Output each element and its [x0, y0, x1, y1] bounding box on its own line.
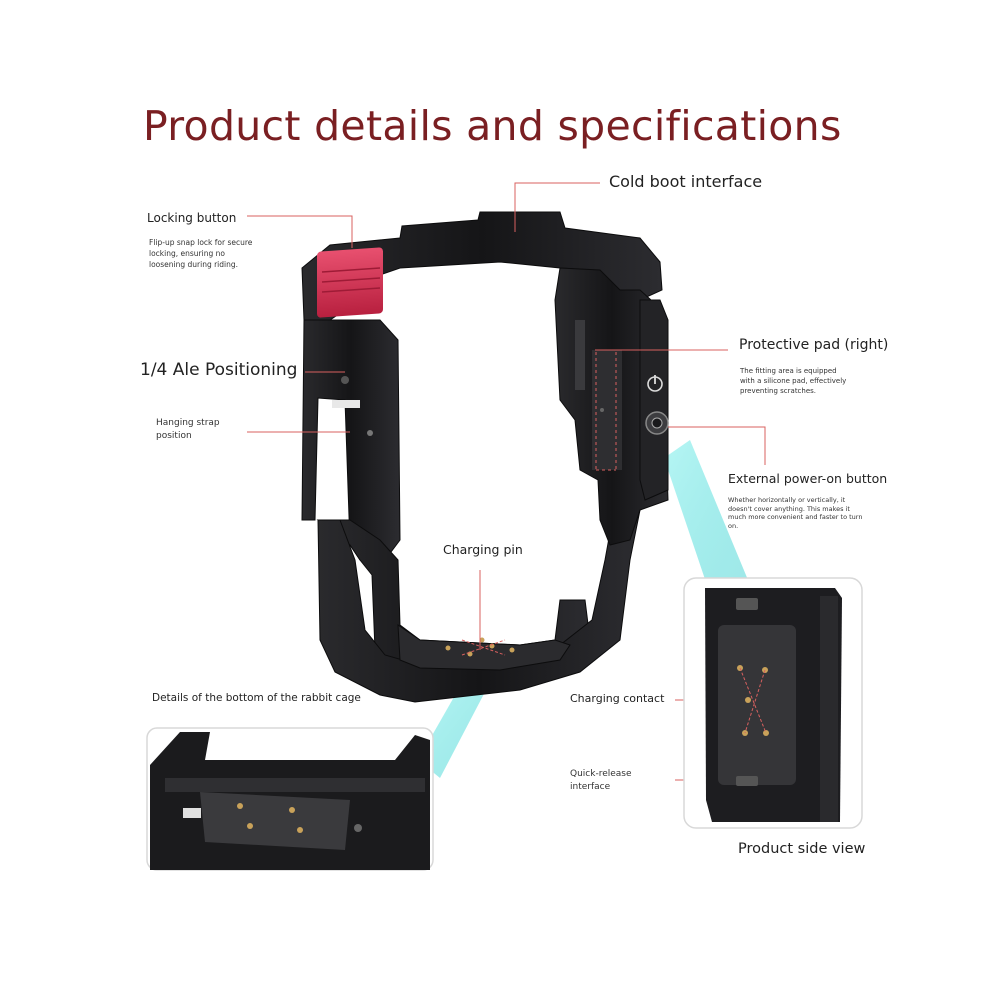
power-desc-line: on.: [728, 521, 739, 530]
right-slot-1: [575, 320, 585, 390]
mount-screw: [367, 430, 373, 436]
hanging-line: position: [156, 431, 192, 441]
label-side-view: Product side view: [738, 841, 866, 857]
left-slot: [332, 400, 360, 408]
label-quick-release: Quick-release interface: [570, 768, 632, 794]
zoom-glow-side: [664, 440, 748, 600]
right-slot-2: [592, 350, 622, 470]
side-view-inset: [683, 577, 863, 829]
label-cold-boot: Cold boot interface: [609, 172, 763, 191]
pad-description: The fitting area is equipped with a sili…: [740, 366, 846, 396]
locking-desc-line: Flip-up snap lock for secure: [149, 238, 253, 247]
power-description: Whether horizontally or vertically, it d…: [728, 496, 862, 530]
pad-desc-line: preventing scratches.: [740, 387, 817, 395]
quick-release-line: Quick-release: [570, 769, 632, 779]
power-desc-line: doesn't cover anything. This makes it: [728, 504, 850, 513]
page-title: Product details and specifications: [143, 102, 842, 150]
pad-desc-line: with a silicone pad, effectively: [740, 377, 847, 385]
label-bottom-details: Details of the bottom of the rabbit cage: [152, 692, 361, 704]
label-charging-pin: Charging pin: [443, 542, 523, 557]
plate-screw: [600, 408, 604, 412]
label-protective-pad: Protective pad (right): [739, 337, 889, 353]
power-button: [645, 411, 669, 435]
label-positioning: 1/4 Ale Positioning: [140, 360, 298, 380]
locking-desc-line: locking, ensuring no: [149, 249, 225, 258]
locking-button: [317, 247, 383, 318]
mount-hole: [341, 376, 349, 384]
hanging-line: Hanging strap: [156, 418, 220, 428]
label-charging-contact: Charging contact: [570, 692, 665, 705]
pad-highlight: [595, 352, 617, 471]
bottom-detail-inset: [146, 727, 434, 871]
power-desc-line: Whether horizontally or vertically, it: [728, 496, 846, 504]
label-power-button: External power-on button: [728, 471, 888, 486]
zoom-glow-bottom: [418, 690, 486, 778]
pad-desc-line: The fitting area is equipped: [740, 367, 837, 375]
locking-desc-line: loosening during riding.: [149, 260, 239, 269]
power-icon: [647, 375, 663, 392]
power-desc-line: much more convenient and faster to turn: [728, 513, 863, 521]
label-hanging-strap: Hanging strap position: [156, 417, 220, 443]
leader-lines: [247, 182, 766, 781]
quick-release-line: interface: [570, 782, 611, 792]
label-locking-button: Locking button: [147, 211, 237, 225]
locking-description: Flip-up snap lock for secure locking, en…: [149, 237, 252, 270]
